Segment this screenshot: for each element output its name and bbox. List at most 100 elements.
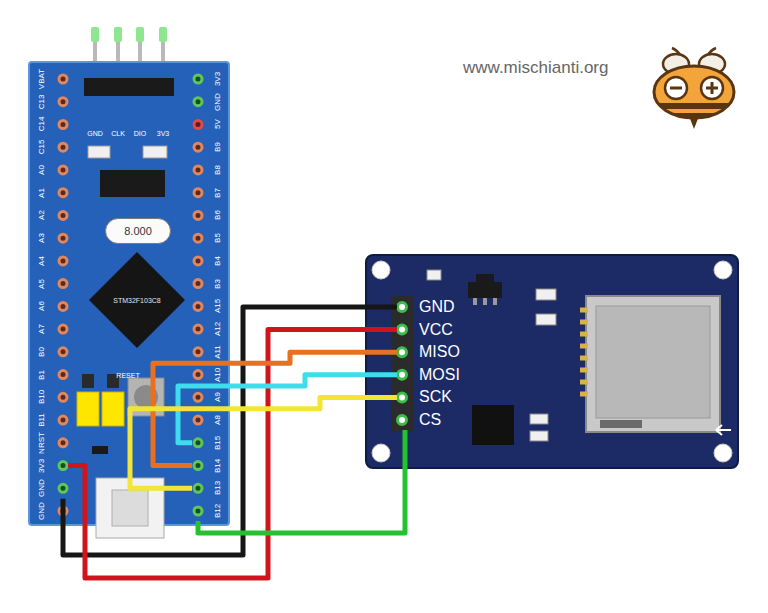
pin-label: A4 [38, 256, 46, 266]
sd-contacts [580, 310, 588, 394]
board-pin: C14 [34, 114, 68, 134]
board-pin: B4 [192, 251, 226, 271]
pin-pad [194, 98, 202, 106]
module-pin: VCC [397, 320, 459, 340]
module-pin: MISO [397, 342, 466, 362]
pin-pad [194, 280, 202, 288]
crystal: 8.000 [105, 218, 171, 244]
header-pin-label: DIO [134, 130, 146, 137]
pin-pad [194, 484, 202, 492]
board-pin: A2 [34, 205, 68, 225]
label-box: GND [87, 122, 103, 140]
pin-label-slot: A1 [34, 183, 50, 203]
board-pin: B6 [192, 205, 226, 225]
pin-label-slot: B15 [210, 433, 226, 453]
pin-pad [194, 507, 202, 515]
pin-pad [194, 348, 202, 356]
pin-label: A11 [214, 345, 222, 359]
pin-label-slot: A8 [210, 410, 226, 430]
board-pin: B14 [192, 456, 226, 476]
pin-pad [59, 98, 67, 106]
pin-pad [194, 416, 202, 424]
module-pad [398, 303, 407, 312]
board-pin: B5 [192, 228, 226, 248]
pin-label-slot: A6 [34, 296, 50, 316]
pin-label-slot: B10 [34, 387, 50, 407]
module-pin-label: SCK [419, 389, 452, 405]
pin-pad [194, 211, 202, 219]
logo-eye [701, 77, 723, 99]
chip-marking: STM32F103C8 [113, 297, 160, 304]
pin-pad [59, 393, 67, 401]
pin-label-slot: A10 [210, 365, 226, 385]
smd-part [427, 270, 441, 280]
pin-label-slot: B9 [210, 137, 226, 157]
board-pin: C15 [34, 137, 68, 157]
regulator-chip [100, 170, 165, 197]
pin-label: 3V3 [214, 72, 222, 86]
pin-label: B6 [214, 211, 222, 221]
pin-label: B15 [214, 436, 222, 450]
pin-label-slot: B11 [34, 410, 50, 430]
mounting-hole [372, 261, 390, 279]
jumper [102, 392, 124, 426]
pin-label: A9 [214, 392, 222, 402]
pin-pad [59, 121, 67, 129]
pin-label: A6 [38, 301, 46, 311]
pin-label-slot: 3V3 [34, 456, 50, 476]
pin-label: B4 [214, 256, 222, 266]
pin-pad [59, 166, 67, 174]
mounting-hole [714, 261, 732, 279]
pin-label-slot: B7 [210, 183, 226, 203]
insert-arrow [716, 425, 731, 435]
regulator-tab [476, 274, 494, 282]
board-pin: A3 [34, 228, 68, 248]
board-pin: A0 [34, 160, 68, 180]
board-pin: A9 [192, 387, 226, 407]
board-pin: GND [34, 501, 68, 522]
pin-label: A15 [214, 299, 222, 313]
pin-pad [59, 234, 67, 242]
module-pad [398, 325, 407, 334]
board-pin: B8 [192, 160, 226, 180]
logo-body [654, 66, 734, 118]
pin-pad [59, 75, 67, 83]
regulator-leg [473, 298, 477, 305]
board-pin: B3 [192, 274, 226, 294]
pin-label: B9 [214, 142, 222, 152]
board-pin: 3V3 [192, 69, 226, 89]
pin-label: B1 [38, 370, 46, 380]
pin-pad [194, 257, 202, 265]
pin-label: B11 [38, 413, 46, 427]
pin-label-slot: A11 [210, 342, 226, 362]
pin-label: A3 [38, 233, 46, 243]
pin-label: NRST [38, 432, 46, 454]
pin-pad [59, 462, 67, 470]
pin-label: B0 [38, 347, 46, 357]
pin-pad [194, 75, 202, 83]
header-pin-label: 3V3 [157, 130, 169, 137]
pin-pad [194, 166, 202, 174]
pin-label: VBAT [38, 69, 46, 89]
pin-label: C13 [38, 94, 46, 109]
logo-minus [670, 87, 682, 90]
board-pin: A7 [34, 319, 68, 339]
pin-pad [194, 325, 202, 333]
pin-pad [194, 439, 202, 447]
pin-label: GND [38, 479, 46, 497]
board-pin: A10 [192, 365, 226, 385]
pin-label: A0 [38, 165, 46, 175]
pin-label-slot: VBAT [34, 67, 50, 91]
pin-label-slot: C15 [34, 137, 50, 157]
header-pin-tip [91, 27, 99, 42]
header-pin-tip [114, 27, 122, 42]
module-pin-label: GND [419, 299, 455, 315]
label-box: 3V3 [157, 122, 169, 140]
pin-pad [59, 371, 67, 379]
board-pin: B11 [34, 410, 68, 430]
pin-label-slot: B5 [210, 228, 226, 248]
pin-label-slot: B14 [210, 456, 226, 476]
pin-label-slot: GND [210, 91, 226, 112]
pin-label-slot: B6 [210, 205, 226, 225]
jumper-pin [82, 374, 94, 388]
